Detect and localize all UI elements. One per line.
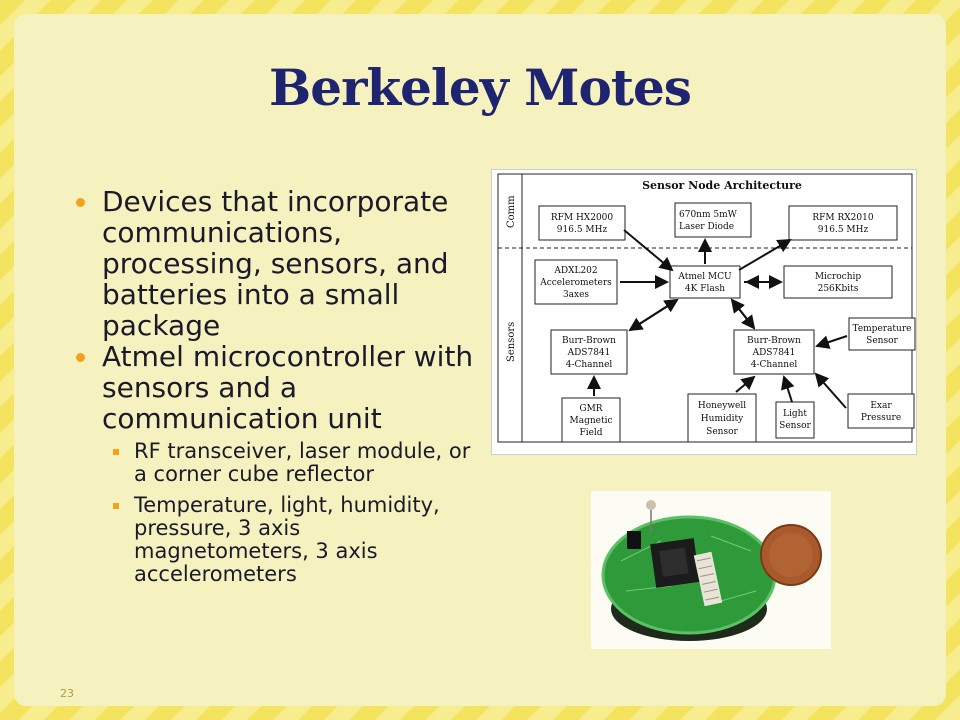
sensor-node-architecture-diagram: Sensor Node Architecture Comm Sensors RF… bbox=[491, 169, 917, 455]
svg-text:Microchip: Microchip bbox=[815, 272, 862, 282]
svg-text:Light: Light bbox=[783, 409, 807, 419]
bullet-item: Atmel microcontroller with sensors and a… bbox=[70, 341, 480, 586]
svg-text:Pressure: Pressure bbox=[861, 413, 901, 423]
burr-brown-left-box: Burr-Brown ADS7841 4-Channel bbox=[550, 329, 628, 375]
svg-text:ADS7841: ADS7841 bbox=[752, 348, 796, 358]
bullet-list: Devices that incorporate communications,… bbox=[70, 186, 480, 594]
svg-text:RFM RX2010: RFM RX2010 bbox=[812, 213, 873, 223]
mote-board-photo bbox=[591, 491, 831, 649]
svg-text:Temperature: Temperature bbox=[853, 324, 912, 334]
side-label-comm: Comm bbox=[506, 195, 517, 228]
svg-text:4-Channel: 4-Channel bbox=[566, 360, 613, 370]
svg-text:256Kbits: 256Kbits bbox=[818, 284, 859, 294]
svg-text:Magnetic: Magnetic bbox=[569, 416, 612, 426]
sub-bullet-list: RF transceiver, laser module, or a corne… bbox=[102, 440, 480, 586]
svg-text:RFM HX2000: RFM HX2000 bbox=[551, 213, 614, 223]
sub-bullet-item: Temperature, light, humidity, pressure, … bbox=[102, 494, 480, 586]
svg-text:Field: Field bbox=[579, 428, 602, 438]
diagram-title: Sensor Node Architecture bbox=[642, 179, 802, 192]
bullet-text: Devices that incorporate communications,… bbox=[102, 185, 449, 342]
svg-text:670nm 5mW: 670nm 5mW bbox=[679, 210, 738, 220]
bullet-item: Devices that incorporate communications,… bbox=[70, 186, 480, 341]
svg-text:Honeywell: Honeywell bbox=[698, 401, 746, 411]
humidity-sensor-box: Honeywell Humidity Sensor bbox=[687, 393, 757, 443]
svg-text:Accelerometers: Accelerometers bbox=[539, 278, 612, 288]
temperature-sensor-box: Temperature Sensor bbox=[848, 317, 916, 351]
atmel-mcu-box: Atmel MCU 4K Flash bbox=[669, 265, 741, 299]
svg-text:3axes: 3axes bbox=[563, 290, 589, 300]
svg-text:Laser Diode: Laser Diode bbox=[679, 222, 734, 232]
svg-text:ADXL202: ADXL202 bbox=[553, 266, 597, 276]
svg-text:916.5 MHz: 916.5 MHz bbox=[557, 225, 608, 235]
svg-text:4K Flash: 4K Flash bbox=[685, 284, 725, 294]
svg-text:ADS7841: ADS7841 bbox=[567, 348, 611, 358]
svg-text:4-Channel: 4-Channel bbox=[751, 360, 798, 370]
bullet-text: Atmel microcontroller with sensors and a… bbox=[102, 340, 474, 435]
svg-text:Humidity: Humidity bbox=[701, 414, 744, 424]
svg-text:916.5 MHz: 916.5 MHz bbox=[818, 225, 869, 235]
laser-diode-box: 670nm 5mW Laser Diode bbox=[674, 202, 752, 238]
svg-text:Sensor: Sensor bbox=[779, 421, 811, 431]
light-sensor-box: Light Sensor bbox=[775, 401, 815, 439]
rfm-rx2010-box: RFM RX2010 916.5 MHz bbox=[788, 205, 898, 241]
svg-text:Atmel MCU: Atmel MCU bbox=[677, 272, 732, 282]
svg-text:Burr-Brown: Burr-Brown bbox=[747, 336, 801, 346]
svg-text:Sensor: Sensor bbox=[706, 427, 738, 437]
burr-brown-right-box: Burr-Brown ADS7841 4-Channel bbox=[733, 329, 815, 375]
pressure-sensor-box: Exar Pressure bbox=[847, 393, 915, 429]
svg-text:Sensor: Sensor bbox=[866, 336, 898, 346]
svg-text:GMR: GMR bbox=[579, 404, 602, 414]
gmr-box: GMR Magnetic Field bbox=[561, 397, 621, 443]
slide-title: Berkeley Motes bbox=[269, 58, 692, 117]
svg-text:Exar: Exar bbox=[870, 401, 892, 411]
diagram-arrows bbox=[587, 229, 848, 409]
side-label-sensors: Sensors bbox=[506, 322, 517, 362]
microchip-box: Microchip 256Kbits bbox=[783, 265, 893, 299]
slide: Berkeley Motes Devices that incorporate … bbox=[14, 14, 946, 706]
rfm-hx2000-box: RFM HX2000 916.5 MHz bbox=[538, 205, 626, 241]
adxl202-box: ADXL202 Accelerometers 3axes bbox=[534, 259, 618, 305]
svg-text:Burr-Brown: Burr-Brown bbox=[562, 336, 616, 346]
page-number: 23 bbox=[60, 687, 74, 700]
sub-bullet-item: RF transceiver, laser module, or a corne… bbox=[102, 440, 480, 486]
